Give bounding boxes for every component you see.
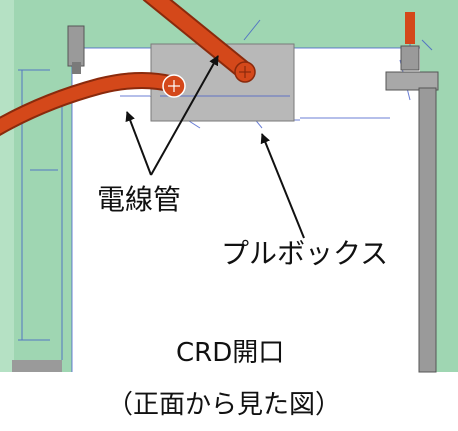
conduit-entry-right — [234, 61, 256, 83]
left-fitting — [67, 25, 85, 67]
conduit-top — [145, 0, 254, 80]
arrow-to-pull-box — [260, 133, 305, 239]
right-pillar-cap — [385, 71, 439, 91]
right-fitting — [400, 45, 420, 71]
conduit-entry-left — [162, 74, 186, 98]
right-pillar — [418, 87, 437, 373]
pointer-arrows — [125, 55, 305, 239]
arrow-to-left-conduit — [125, 111, 152, 176]
left-base — [12, 360, 62, 372]
conduit-left — [0, 73, 179, 134]
left-fitting-tip — [72, 62, 81, 74]
arrow-to-top-conduit — [150, 55, 219, 176]
right-conduit-stub — [405, 12, 415, 44]
left-wall-edge — [0, 0, 14, 372]
pull-box-label: プルボックス — [221, 237, 389, 270]
crd-opening-label: CRD開口 — [176, 338, 285, 368]
figure-caption: （正面から見た図） — [107, 390, 342, 420]
left-wall — [12, 0, 72, 372]
conduit-label: 電線管 — [97, 183, 182, 216]
